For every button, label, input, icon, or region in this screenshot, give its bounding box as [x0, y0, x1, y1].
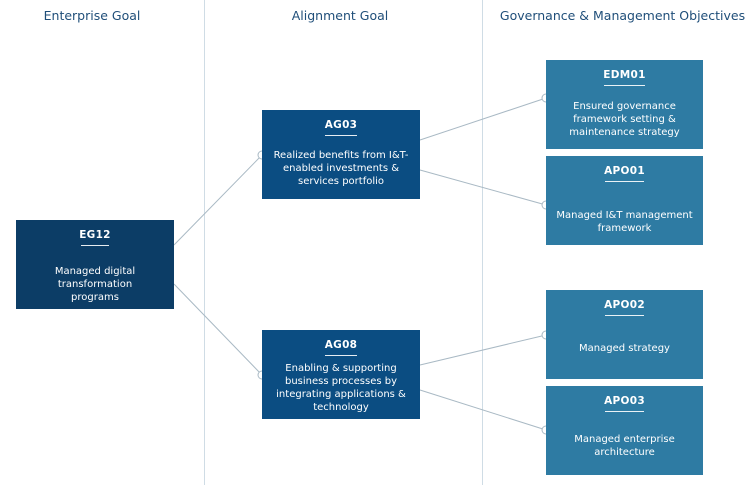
- connector-ag03-edm01: [419, 97, 547, 141]
- connector-eg12-ag08: [173, 283, 263, 376]
- objective-desc: Managed I&T management framework: [556, 210, 693, 234]
- alignment-goal-box-ag03: AG03 Realized benefits from I&T-enabled …: [262, 110, 420, 199]
- objective-code: EDM01: [603, 69, 646, 81]
- alignment-goal-code: AG08: [324, 339, 358, 351]
- objective-code: APO02: [604, 299, 645, 311]
- connector-ag08-apo03: [419, 389, 547, 431]
- connector-ag03-apo01: [419, 169, 547, 206]
- column-divider-2: [482, 0, 483, 485]
- objective-desc: Managed enterprise architecture: [574, 434, 675, 458]
- objective-desc: Managed strategy: [579, 343, 670, 354]
- code-underline: [605, 411, 644, 412]
- alignment-goal-desc: Realized benefits from I&T-enabled inves…: [273, 150, 409, 187]
- objective-code: APO03: [604, 395, 645, 407]
- column-header-objectives: Governance & Management Objectives: [499, 8, 746, 23]
- connector-ag08-apo02: [419, 334, 547, 366]
- code-underline: [605, 315, 644, 316]
- column-header-alignment-goal: Alignment Goal: [291, 8, 389, 23]
- objective-desc: Ensured governance framework setting & m…: [569, 101, 680, 138]
- enterprise-goal-code: EG12: [79, 229, 111, 241]
- code-underline: [604, 85, 645, 86]
- objective-box-apo02: APO02 Managed strategy: [546, 290, 703, 379]
- column-divider-1: [204, 0, 205, 485]
- code-underline: [81, 245, 109, 246]
- objective-box-apo01: APO01 Managed I&T management framework: [546, 156, 703, 245]
- alignment-goal-desc: Enabling & supporting business processes…: [276, 363, 406, 413]
- alignment-goal-box-ag08: AG08 Enabling & supporting business proc…: [262, 330, 420, 419]
- objective-box-apo03: APO03 Managed enterprise architecture: [546, 386, 703, 475]
- objective-box-edm01: EDM01 Ensured governance framework setti…: [546, 60, 703, 149]
- alignment-goal-code: AG03: [324, 119, 358, 131]
- connector-eg12-ag03: [173, 154, 263, 246]
- code-underline: [325, 355, 357, 356]
- code-underline: [325, 135, 357, 136]
- objective-code: APO01: [604, 165, 645, 177]
- column-header-enterprise-goal: Enterprise Goal: [43, 8, 141, 23]
- code-underline: [605, 181, 644, 182]
- enterprise-goal-desc: Managed digital transformation programs: [54, 266, 136, 303]
- enterprise-goal-box: EG12 Managed digital transformation prog…: [16, 220, 174, 309]
